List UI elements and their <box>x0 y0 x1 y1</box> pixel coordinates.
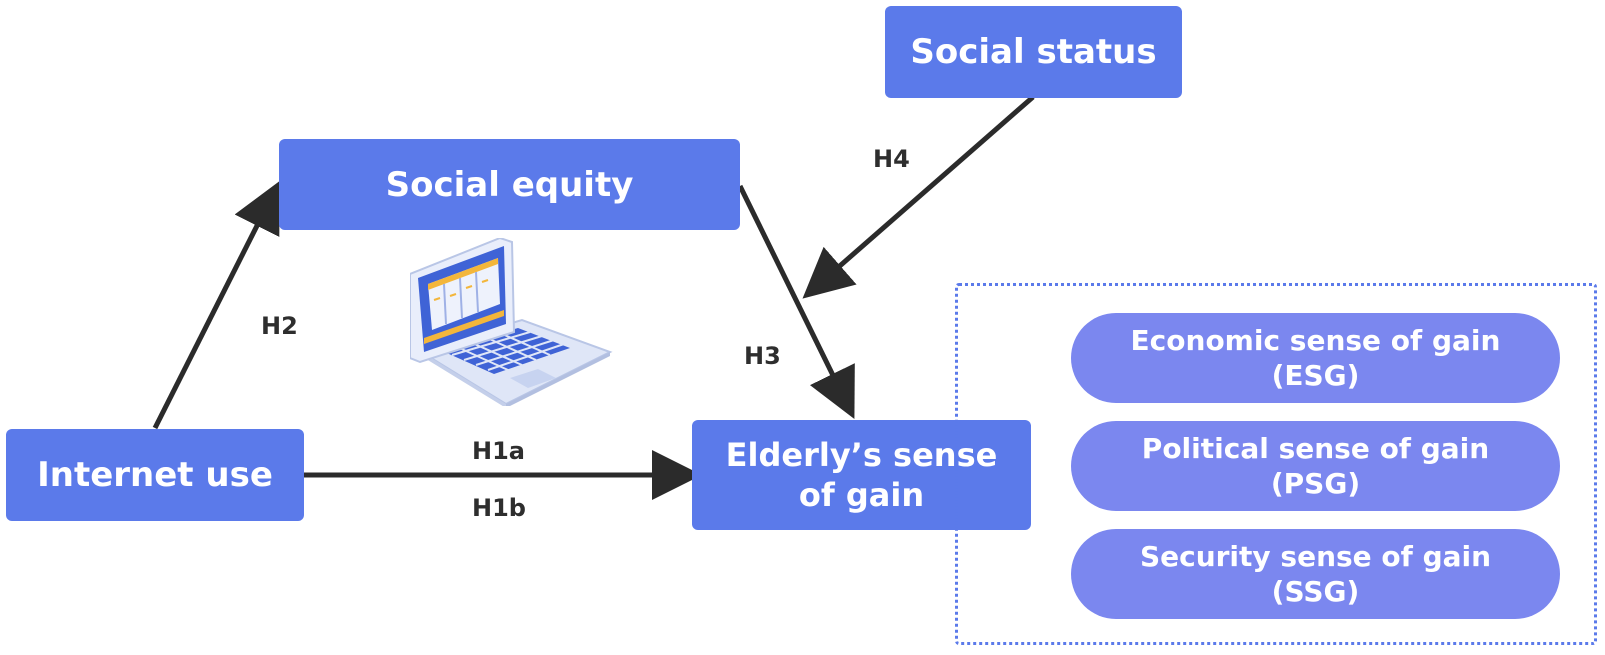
dimensions-group <box>955 283 1597 645</box>
internet-use-label: Internet use <box>37 455 273 495</box>
dimension-psg: Political sense of gain (PSG) <box>1071 421 1560 511</box>
elderly-gain-node: Elderly’s sense of gain <box>692 420 1031 530</box>
dimension-psg-line2: (PSG) <box>1270 467 1361 500</box>
arrow-h3 <box>737 184 855 419</box>
laptop-icon <box>410 238 613 406</box>
dimension-esg-line1: Economic sense of gain <box>1130 324 1501 357</box>
hypothesis-h1a: H1a <box>472 437 525 465</box>
elderly-gain-label-line1: Elderly’s sense <box>725 436 998 474</box>
hypothesis-h2: H2 <box>261 312 298 340</box>
elderly-gain-label-line2: of gain <box>798 476 925 514</box>
hypothesis-h4: H4 <box>873 145 910 173</box>
dimension-ssg-line1: Security sense of gain <box>1139 540 1492 573</box>
social-status-node: Social status <box>885 6 1182 98</box>
dimension-ssg: Security sense of gain (SSG) <box>1071 529 1560 619</box>
arrow-h2 <box>152 181 280 430</box>
dimension-psg-line1: Political sense of gain <box>1141 432 1490 465</box>
hypothesis-h3: H3 <box>744 342 781 370</box>
internet-use-node: Internet use <box>6 429 304 521</box>
hypothesis-h1b: H1b <box>472 494 526 522</box>
dimension-ssg-line2: (SSG) <box>1271 575 1360 608</box>
arrow-h4 <box>802 95 1035 299</box>
social-equity-node: Social equity <box>279 139 740 230</box>
dimension-esg-line2: (ESG) <box>1271 359 1360 392</box>
social-status-label: Social status <box>910 32 1157 72</box>
social-equity-label: Social equity <box>385 164 634 205</box>
dimension-esg: Economic sense of gain (ESG) <box>1071 313 1560 403</box>
